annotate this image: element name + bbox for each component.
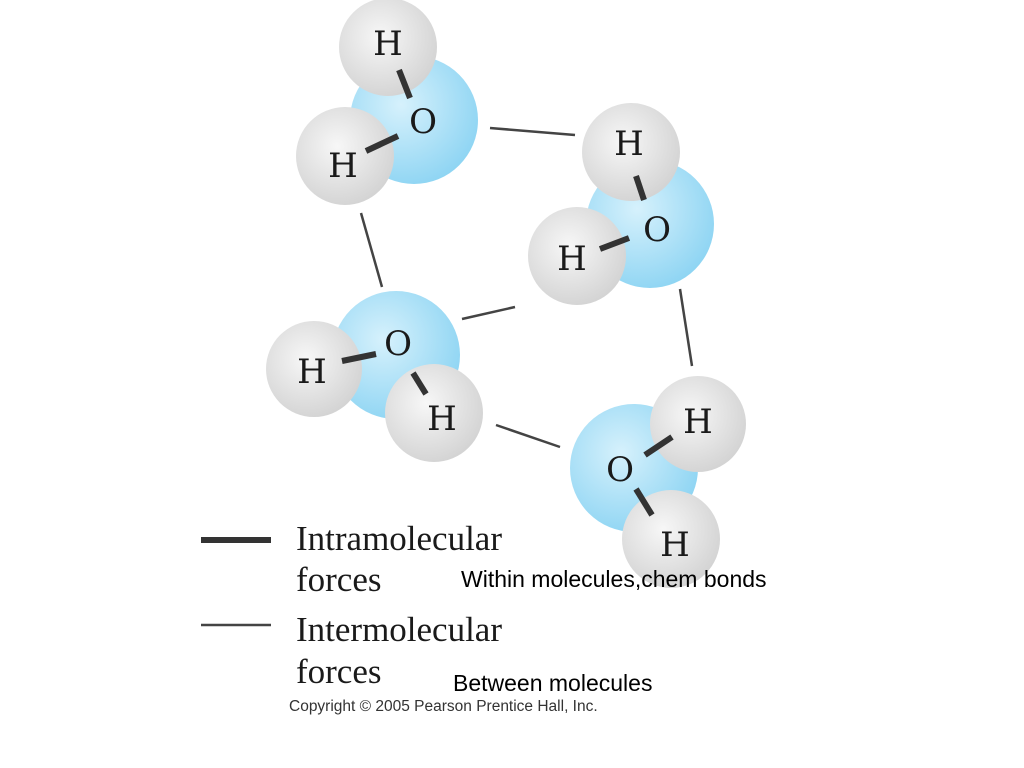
between-molecules-note: Between molecules [453, 670, 653, 696]
oxygen-label: O [384, 324, 412, 364]
intermolecular-legend-label-line2: forces [296, 652, 382, 691]
hydrogen-atom [528, 207, 626, 305]
intermolecular-bonds [359, 126, 694, 449]
oxygen-label: O [606, 450, 634, 490]
intermolecular-bond [461, 305, 516, 321]
intramolecular-bond [598, 235, 631, 252]
hydrogen-atom [339, 0, 437, 96]
intermolecular-bond [489, 126, 576, 137]
intramolecular-bond [633, 487, 655, 517]
hydrogen-label: H [427, 399, 457, 439]
hydrogen-atom [385, 364, 483, 462]
intramolecular-bond [633, 175, 647, 201]
hydrogen-atom [296, 107, 394, 205]
within-molecules-note: Within molecules,chem bonds [461, 566, 767, 592]
oxygen-label: O [409, 102, 437, 142]
copyright-text: Copyright © 2005 Pearson Prentice Hall, … [289, 698, 598, 715]
intramolecular-bond [410, 371, 429, 396]
hydrogen-label: H [373, 24, 403, 64]
intermolecular-bond [678, 288, 694, 367]
hydrogen-label: H [328, 146, 358, 186]
intramolecular-bond [643, 434, 674, 458]
hydrogen-atom [622, 490, 720, 588]
water-molecule: O H H [266, 291, 483, 462]
intermolecular-bond [495, 423, 561, 449]
intramolecular-bond [364, 133, 400, 154]
intramolecular-legend-label-line2: forces [296, 560, 382, 599]
legend: Intramolecular forces Intermolecular for… [201, 519, 502, 691]
intermolecular-legend-label: Intermolecular [296, 610, 502, 649]
hydrogen-label: H [614, 124, 644, 164]
water-molecule: O H H [528, 103, 714, 305]
intramolecular-bond [396, 68, 413, 100]
hydrogen-label: H [557, 239, 587, 279]
intramolecular-legend-label: Intramolecular [296, 519, 502, 558]
hydrogen-atom [582, 103, 680, 201]
hydrogen-atom [650, 376, 746, 472]
hydrogen-atom [266, 321, 362, 417]
water-molecule: O H H [296, 0, 478, 205]
intramolecular-bond [341, 351, 377, 364]
intermolecular-bond [359, 212, 384, 288]
hydrogen-label: H [683, 402, 713, 442]
water-molecule: O H H [570, 376, 746, 588]
oxygen-label: O [643, 210, 671, 250]
hydrogen-label: H [297, 352, 327, 392]
hydrogen-label: H [660, 525, 690, 565]
